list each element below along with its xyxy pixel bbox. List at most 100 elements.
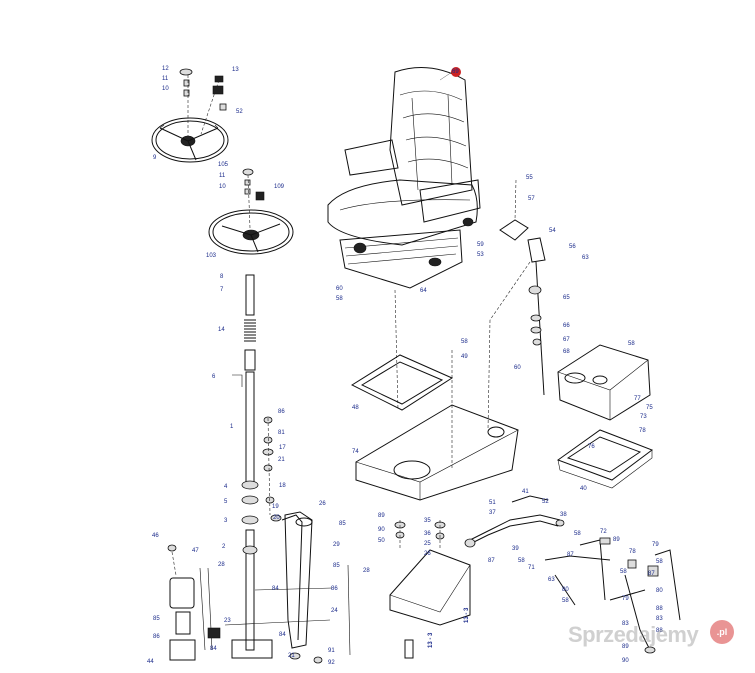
callout-label: 52: [236, 109, 243, 115]
callout-label: 58: [656, 559, 663, 565]
callout-label: 79: [622, 596, 629, 602]
watermark-brand: Sprzedajemy: [568, 622, 699, 647]
callout-label: 105: [218, 162, 229, 168]
steering-cap-parts-lower: [242, 168, 265, 229]
callout-label: 88: [656, 606, 663, 612]
callout-label: 8: [220, 274, 224, 280]
callout-label: 77: [634, 396, 641, 402]
column-support-bracket: [199, 511, 351, 656]
seat-mount-leads: [394, 289, 453, 470]
callout-label: 86: [153, 634, 160, 640]
callout-label: 78: [629, 549, 636, 555]
callout-label: 48: [352, 405, 359, 411]
callout-label: 73: [640, 414, 647, 420]
callout-label: 87: [567, 552, 574, 558]
callout-label: 87: [488, 558, 495, 564]
callout-label: 89: [378, 513, 385, 519]
callout-label: 9: [153, 155, 157, 161]
steering-cap-parts-upper: [179, 68, 227, 138]
callout-label: 88: [656, 628, 663, 634]
callout-label: 78: [639, 428, 646, 434]
callout-label: 75: [646, 405, 653, 411]
callout-label: 35: [424, 518, 431, 524]
callout-label: 84: [272, 586, 279, 592]
callout-label: 6: [212, 374, 216, 380]
callout-label: 13 - 3: [464, 607, 470, 623]
callout-label: 51: [489, 500, 496, 506]
callout-label: 14: [218, 327, 225, 333]
callout-label: 86: [278, 409, 285, 415]
callout-label: 67: [563, 337, 570, 343]
callout-label: 58: [620, 569, 627, 575]
callout-label: 12: [162, 66, 169, 72]
linkage-rods: [464, 495, 681, 654]
callout-label: 29: [333, 542, 340, 548]
callout-label: 26: [424, 551, 431, 557]
callout-label: 50: [378, 538, 385, 544]
callout-label: 49: [461, 354, 468, 360]
callout-label: 80: [562, 587, 569, 593]
steering-column: [232, 274, 259, 651]
callout-label: 69: [452, 69, 459, 75]
seat-base-platform: [355, 404, 519, 501]
callout-label: 1: [230, 424, 234, 430]
callout-label: 13: [232, 67, 239, 73]
seat: [327, 67, 481, 289]
callout-label: 84: [279, 632, 286, 638]
callout-label: 60: [336, 286, 343, 292]
callout-label: 10: [219, 184, 226, 190]
callout-label: 89: [613, 537, 620, 543]
callout-label: 79: [652, 542, 659, 548]
callout-label: 58: [336, 296, 343, 302]
callout-label: 86: [331, 586, 338, 592]
callout-label: 85: [339, 521, 346, 527]
callout-label: 58: [574, 531, 581, 537]
control-lever: [487, 179, 546, 431]
mounting-bracket: [389, 520, 471, 659]
callout-label: 80: [656, 588, 663, 594]
callout-label: 90: [622, 658, 629, 664]
callout-label: 20: [273, 515, 280, 521]
callout-label: 89: [622, 644, 629, 650]
callout-label: 85: [153, 616, 160, 622]
callout-label: 53: [477, 252, 484, 258]
steering-wheel-lower: [208, 209, 294, 255]
callout-label: 57: [528, 196, 535, 202]
callout-label: 64: [420, 288, 427, 294]
callout-label: 2: [222, 544, 226, 550]
callout-label: 25: [424, 541, 431, 547]
callout-label: 24: [331, 608, 338, 614]
seat-frame: [350, 354, 454, 411]
callout-label: 58: [562, 598, 569, 604]
callout-label: 74: [352, 449, 359, 455]
callout-label: 23: [224, 618, 231, 624]
callout-label: 19: [272, 504, 279, 510]
callout-label: 21: [278, 457, 285, 463]
callout-label: 28: [363, 568, 370, 574]
callout-label: 4: [224, 484, 228, 490]
callout-label: 60: [514, 365, 521, 371]
callout-label: 85: [333, 563, 340, 569]
callout-label: 72: [600, 529, 607, 535]
callout-label: 17: [279, 445, 286, 451]
callout-label: 65: [563, 295, 570, 301]
callout-label: 13 - 3: [428, 632, 434, 648]
steering-wheel-upper: [151, 117, 229, 163]
callout-label: 84: [210, 646, 217, 652]
callout-label: 58: [461, 339, 468, 345]
watermark-badge: .pl: [710, 620, 734, 644]
callout-label: 68: [563, 349, 570, 355]
callout-label: 63: [582, 255, 589, 261]
callout-label: 39: [512, 546, 519, 552]
callout-label: 90: [378, 527, 385, 533]
callout-label: 58: [518, 558, 525, 564]
callout-label: 83: [656, 616, 663, 622]
callout-label: 28: [218, 562, 225, 568]
callout-label: 81: [278, 430, 285, 436]
callout-label: 63: [548, 577, 555, 583]
callout-label: 59: [477, 242, 484, 248]
armrest-console: [556, 344, 654, 489]
callout-label: 41: [522, 489, 529, 495]
